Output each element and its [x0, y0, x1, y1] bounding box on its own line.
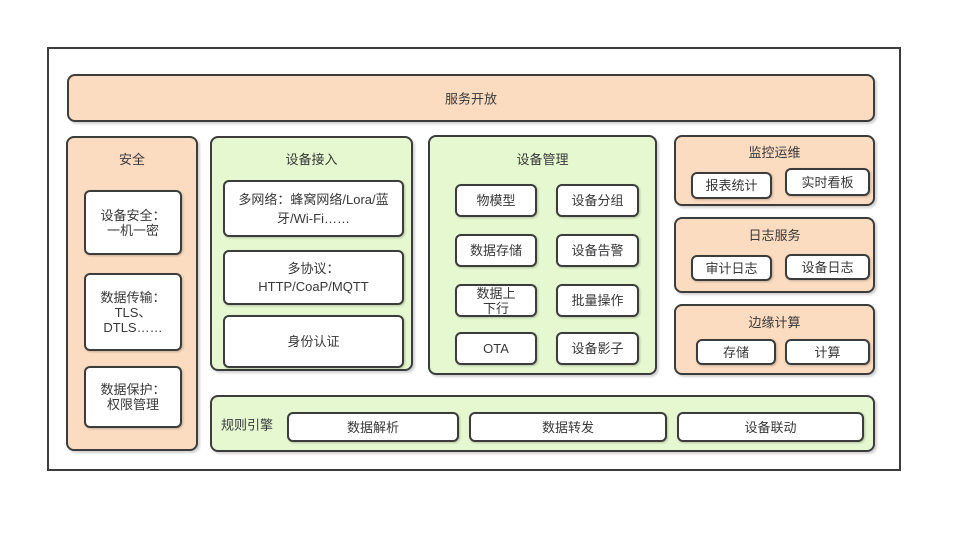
- device-management-panel: 设备管理 物模型 设备分组 数据存储 设备告警 数据上 下行 批量操作 OTA …: [428, 135, 657, 375]
- log-service-panel: 日志服务 审计日志 设备日志: [674, 217, 875, 293]
- monitoring-item-realtime-board: 实时看板: [785, 168, 870, 196]
- management-item-thing-model: 物模型: [455, 184, 537, 217]
- management-item-device-alert: 设备告警: [556, 234, 639, 267]
- security-item-data-transfer: 数据传输： TLS、 DTLS……: [84, 273, 182, 351]
- rule-engine-title: 规则引擎: [221, 417, 274, 432]
- service-open-label: 服务开放: [444, 91, 497, 107]
- security-title: 安全: [118, 152, 145, 167]
- management-item-data-storage: 数据存储: [455, 234, 537, 267]
- edge-computing-panel: 边缘计算 存储 计算: [674, 304, 875, 375]
- management-item-device-group: 设备分组: [556, 184, 639, 217]
- device-access-title: 设备接入: [285, 152, 338, 167]
- security-item-device-secret: 设备安全： 一机一密: [84, 190, 182, 255]
- monitoring-ops-title: 监控运维: [748, 145, 801, 160]
- access-item-multi-network: 多网络：蜂窝网络/Lora/蓝 牙/Wi-Fi……: [223, 180, 404, 237]
- service-open-bar: 服务开放: [67, 74, 875, 122]
- rule-item-data-parse: 数据解析: [287, 412, 459, 442]
- management-item-ota: OTA: [455, 332, 537, 365]
- log-item-audit-log: 审计日志: [691, 255, 772, 281]
- security-panel: 安全 设备安全： 一机一密 数据传输： TLS、 DTLS…… 数据保护： 权限…: [66, 136, 198, 451]
- edge-item-storage: 存储: [696, 339, 776, 365]
- device-access-panel: 设备接入 多网络：蜂窝网络/Lora/蓝 牙/Wi-Fi…… 多协议： HTTP…: [210, 136, 413, 371]
- security-item-data-protect: 数据保护： 权限管理: [84, 366, 182, 428]
- access-item-multi-protocol: 多协议： HTTP/CoaP/MQTT: [223, 250, 404, 305]
- log-item-device-log: 设备日志: [785, 254, 870, 280]
- access-item-identity-auth: 身份认证: [223, 315, 404, 368]
- log-service-title: 日志服务: [748, 228, 801, 243]
- management-item-data-updown: 数据上 下行: [455, 284, 537, 317]
- outer-frame: 服务开放 安全 设备安全： 一机一密 数据传输： TLS、 DTLS…… 数据保…: [47, 47, 901, 471]
- rule-item-device-linkage: 设备联动: [677, 412, 864, 442]
- edge-computing-title: 边缘计算: [748, 315, 801, 330]
- monitoring-ops-panel: 监控运维 报表统计 实时看板: [674, 135, 875, 206]
- management-item-batch-ops: 批量操作: [556, 284, 639, 317]
- rule-engine-bar: 规则引擎 数据解析 数据转发 设备联动: [210, 395, 875, 452]
- edge-item-compute: 计算: [785, 339, 870, 365]
- management-item-device-shadow: 设备影子: [556, 332, 639, 365]
- rule-item-data-forward: 数据转发: [469, 412, 667, 442]
- monitoring-item-report-stats: 报表统计: [691, 172, 772, 199]
- device-management-title: 设备管理: [516, 152, 569, 167]
